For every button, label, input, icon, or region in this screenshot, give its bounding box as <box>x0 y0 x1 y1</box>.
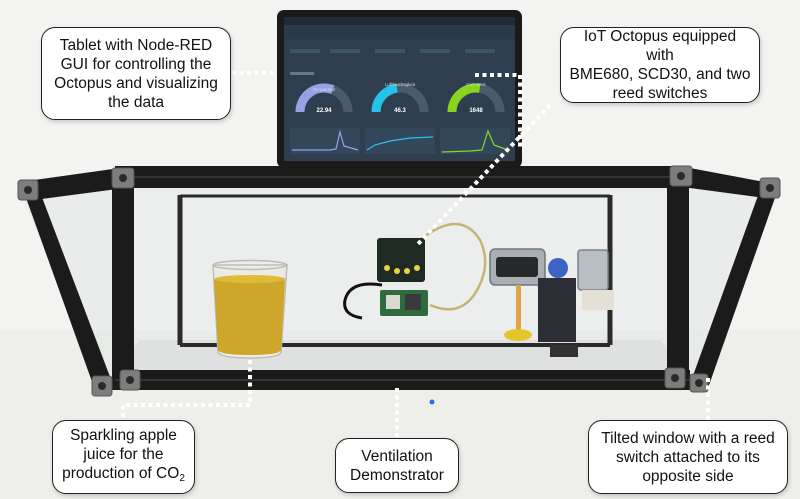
callout-juice-line2-prefix: production of CO <box>62 465 180 482</box>
front-frame <box>112 166 690 390</box>
gauge-humidity: Luftfeuchtigkeit 46.3 <box>371 82 429 114</box>
gauge3-label: Co2-Wert <box>466 82 486 87</box>
led-reflection <box>429 399 435 405</box>
iot-octopus-board <box>343 222 487 320</box>
callout-octopus: IoT Octopus equipped with BME680, SCD30,… <box>560 27 760 103</box>
gauge1-label: Temperatur <box>313 87 336 92</box>
callout-juice-line2: production of CO2 <box>62 464 185 488</box>
gauge2-label: Luftfeuchtigkeit <box>385 82 416 87</box>
callout-leaders <box>121 71 710 438</box>
gauge1-value: 22.94 <box>316 108 332 114</box>
juice-glass <box>212 259 288 359</box>
gauge-co2: Co2-Wert 1648 <box>447 82 505 114</box>
gauge3-value: 1648 <box>469 108 483 114</box>
mini-charts <box>290 128 510 154</box>
callout-window-text: Tilted window with a reed switch attache… <box>601 429 775 485</box>
callout-demonstrator-text: Ventilation Demonstrator <box>350 447 444 484</box>
callout-tablet-text: Tablet with Node-RED GUI for controlling… <box>54 36 218 111</box>
callout-octopus-text: IoT Octopus equipped with BME680, SCD30,… <box>569 28 751 102</box>
callout-juice-line1: Sparkling apple juice for the <box>70 427 177 463</box>
tilted-side-arms <box>20 168 776 390</box>
callout-demonstrator: Ventilation Demonstrator <box>335 438 459 493</box>
callout-juice-subscript: 2 <box>179 473 185 484</box>
tablet: Temperatur 22.94 Luftfeuchtigkeit 46.3 C… <box>277 10 522 168</box>
callout-tablet: Tablet with Node-RED GUI for controlling… <box>41 27 231 120</box>
callout-juice: Sparkling apple juice for the production… <box>52 420 195 494</box>
back-frame <box>177 194 613 347</box>
callout-window: Tilted window with a reed switch attache… <box>588 420 788 494</box>
tilted-window-model <box>489 248 614 357</box>
gauge-temperature: Temperatur 22.94 <box>295 83 353 114</box>
gauge2-value: 46.3 <box>394 108 406 114</box>
